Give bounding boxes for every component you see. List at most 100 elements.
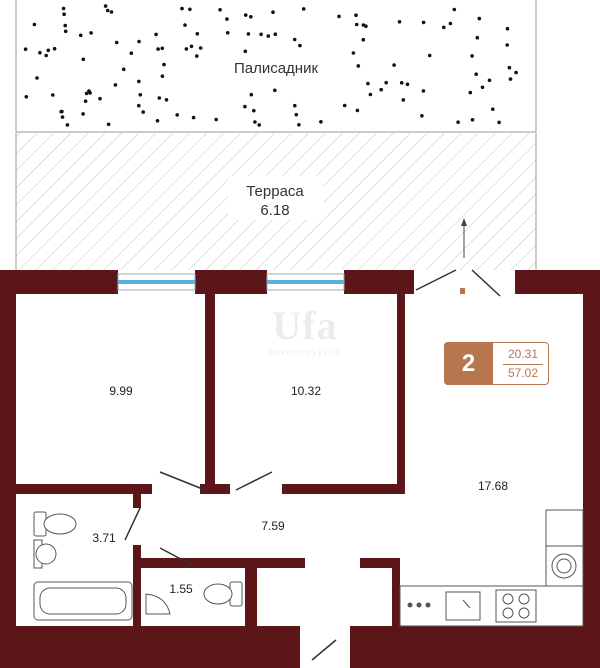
terrace-area: 6.18 xyxy=(260,202,289,219)
garden-dot xyxy=(89,31,93,35)
garden-dot xyxy=(81,112,85,116)
garden-dot xyxy=(195,32,200,36)
garden-dot xyxy=(198,46,203,50)
terrace-label-backdrop xyxy=(228,176,324,220)
garden-dot xyxy=(271,10,275,14)
garden-dot xyxy=(62,12,66,16)
garden-dot xyxy=(189,44,194,49)
watermark-logo: Ufa xyxy=(272,303,338,348)
garden-dot xyxy=(137,79,141,84)
garden-dot xyxy=(354,22,359,27)
garden-dot xyxy=(301,7,306,11)
garden-dot xyxy=(81,57,86,62)
garden-dot xyxy=(252,108,256,113)
garden-dots xyxy=(23,4,518,127)
garden-dot xyxy=(442,25,446,30)
garden-dot xyxy=(384,80,389,85)
garden-dot xyxy=(162,62,166,67)
garden-dot xyxy=(505,43,510,47)
garden-dot xyxy=(155,119,160,123)
garden-dot xyxy=(129,51,134,55)
garden-dot xyxy=(468,90,473,95)
garden-dot xyxy=(397,20,402,24)
garden-dot xyxy=(243,49,248,54)
garden-dot xyxy=(470,118,475,122)
garden-dot xyxy=(63,29,68,34)
garden-dot xyxy=(337,14,341,19)
garden-dot xyxy=(477,16,482,21)
bedroom1-door xyxy=(159,471,206,491)
garden-dot xyxy=(273,88,277,93)
garden-dot xyxy=(38,50,42,55)
walls xyxy=(0,270,600,668)
garden-dot xyxy=(401,98,406,102)
toilet-door xyxy=(159,547,193,566)
garden-dot xyxy=(366,81,370,86)
garden-dot xyxy=(292,37,297,42)
garden-dot xyxy=(83,99,88,103)
garden-dot xyxy=(399,81,404,85)
garden-dot xyxy=(60,115,65,119)
garden-dot xyxy=(164,98,169,102)
garden-dot xyxy=(106,122,111,127)
sink-icon xyxy=(33,539,57,569)
garden-dot xyxy=(52,46,57,51)
garden-dot xyxy=(246,32,251,36)
watermark: Ufa novostroyki.ru xyxy=(250,303,360,359)
garden-dot xyxy=(507,65,512,70)
room-area-hallway: 7.59 xyxy=(261,519,285,533)
garden-dot xyxy=(356,64,361,68)
garden-dot xyxy=(514,70,518,75)
garden-dot xyxy=(154,32,158,37)
garden-dot xyxy=(266,34,271,38)
garden-dot xyxy=(180,6,184,11)
garden-dot xyxy=(342,103,347,108)
garden-dot xyxy=(480,85,485,90)
garden-dot xyxy=(156,47,160,51)
garden-dot xyxy=(354,13,358,17)
garden-dot xyxy=(141,110,145,114)
garden-dot xyxy=(46,48,51,53)
terrace-door-left xyxy=(415,269,457,291)
room-labels: 9.99 10.32 17.68 7.59 3.71 1.55 xyxy=(92,384,508,596)
stove-icon xyxy=(495,589,537,623)
garden-dot xyxy=(421,20,426,25)
garden-dot xyxy=(51,93,55,97)
garden-dot xyxy=(420,114,424,118)
garden-dot xyxy=(44,53,48,58)
front-garden-zone: Палисадник xyxy=(15,0,537,133)
garden-dot xyxy=(249,92,254,97)
garden-dot xyxy=(273,32,278,36)
garden-dot xyxy=(361,37,366,42)
entrance-door xyxy=(311,639,337,661)
garden-dot xyxy=(448,21,453,26)
garden-dot xyxy=(293,103,297,108)
garden-dot xyxy=(487,78,492,83)
garden-dot xyxy=(121,67,126,72)
room-area-toilet: 1.55 xyxy=(169,582,193,596)
garden-dot xyxy=(105,8,110,13)
garden-dot xyxy=(243,13,248,17)
garden-dot xyxy=(138,93,143,97)
garden-dot xyxy=(225,31,230,35)
garden-dot xyxy=(294,112,299,117)
garden-dot xyxy=(137,103,141,108)
garden-dot xyxy=(456,120,460,124)
doors xyxy=(124,269,501,661)
apartment-badge: 2 20.31 57.02 xyxy=(444,342,549,385)
garden-dot xyxy=(257,123,262,127)
garden-dot xyxy=(392,63,396,67)
garden-dot xyxy=(497,120,501,125)
watermark-site: novostroyki.ru xyxy=(268,347,342,358)
garden-dot xyxy=(175,113,179,117)
bathtub-icon xyxy=(33,581,133,621)
kitchen-sink-icon xyxy=(445,591,481,621)
garden-dot xyxy=(427,53,432,58)
garden-dot xyxy=(259,32,263,37)
dishwasher-icon xyxy=(407,602,431,608)
garden-dot xyxy=(218,8,222,12)
garden-dot xyxy=(452,7,457,12)
garden-dot xyxy=(405,82,410,87)
garden-dot xyxy=(195,54,199,58)
